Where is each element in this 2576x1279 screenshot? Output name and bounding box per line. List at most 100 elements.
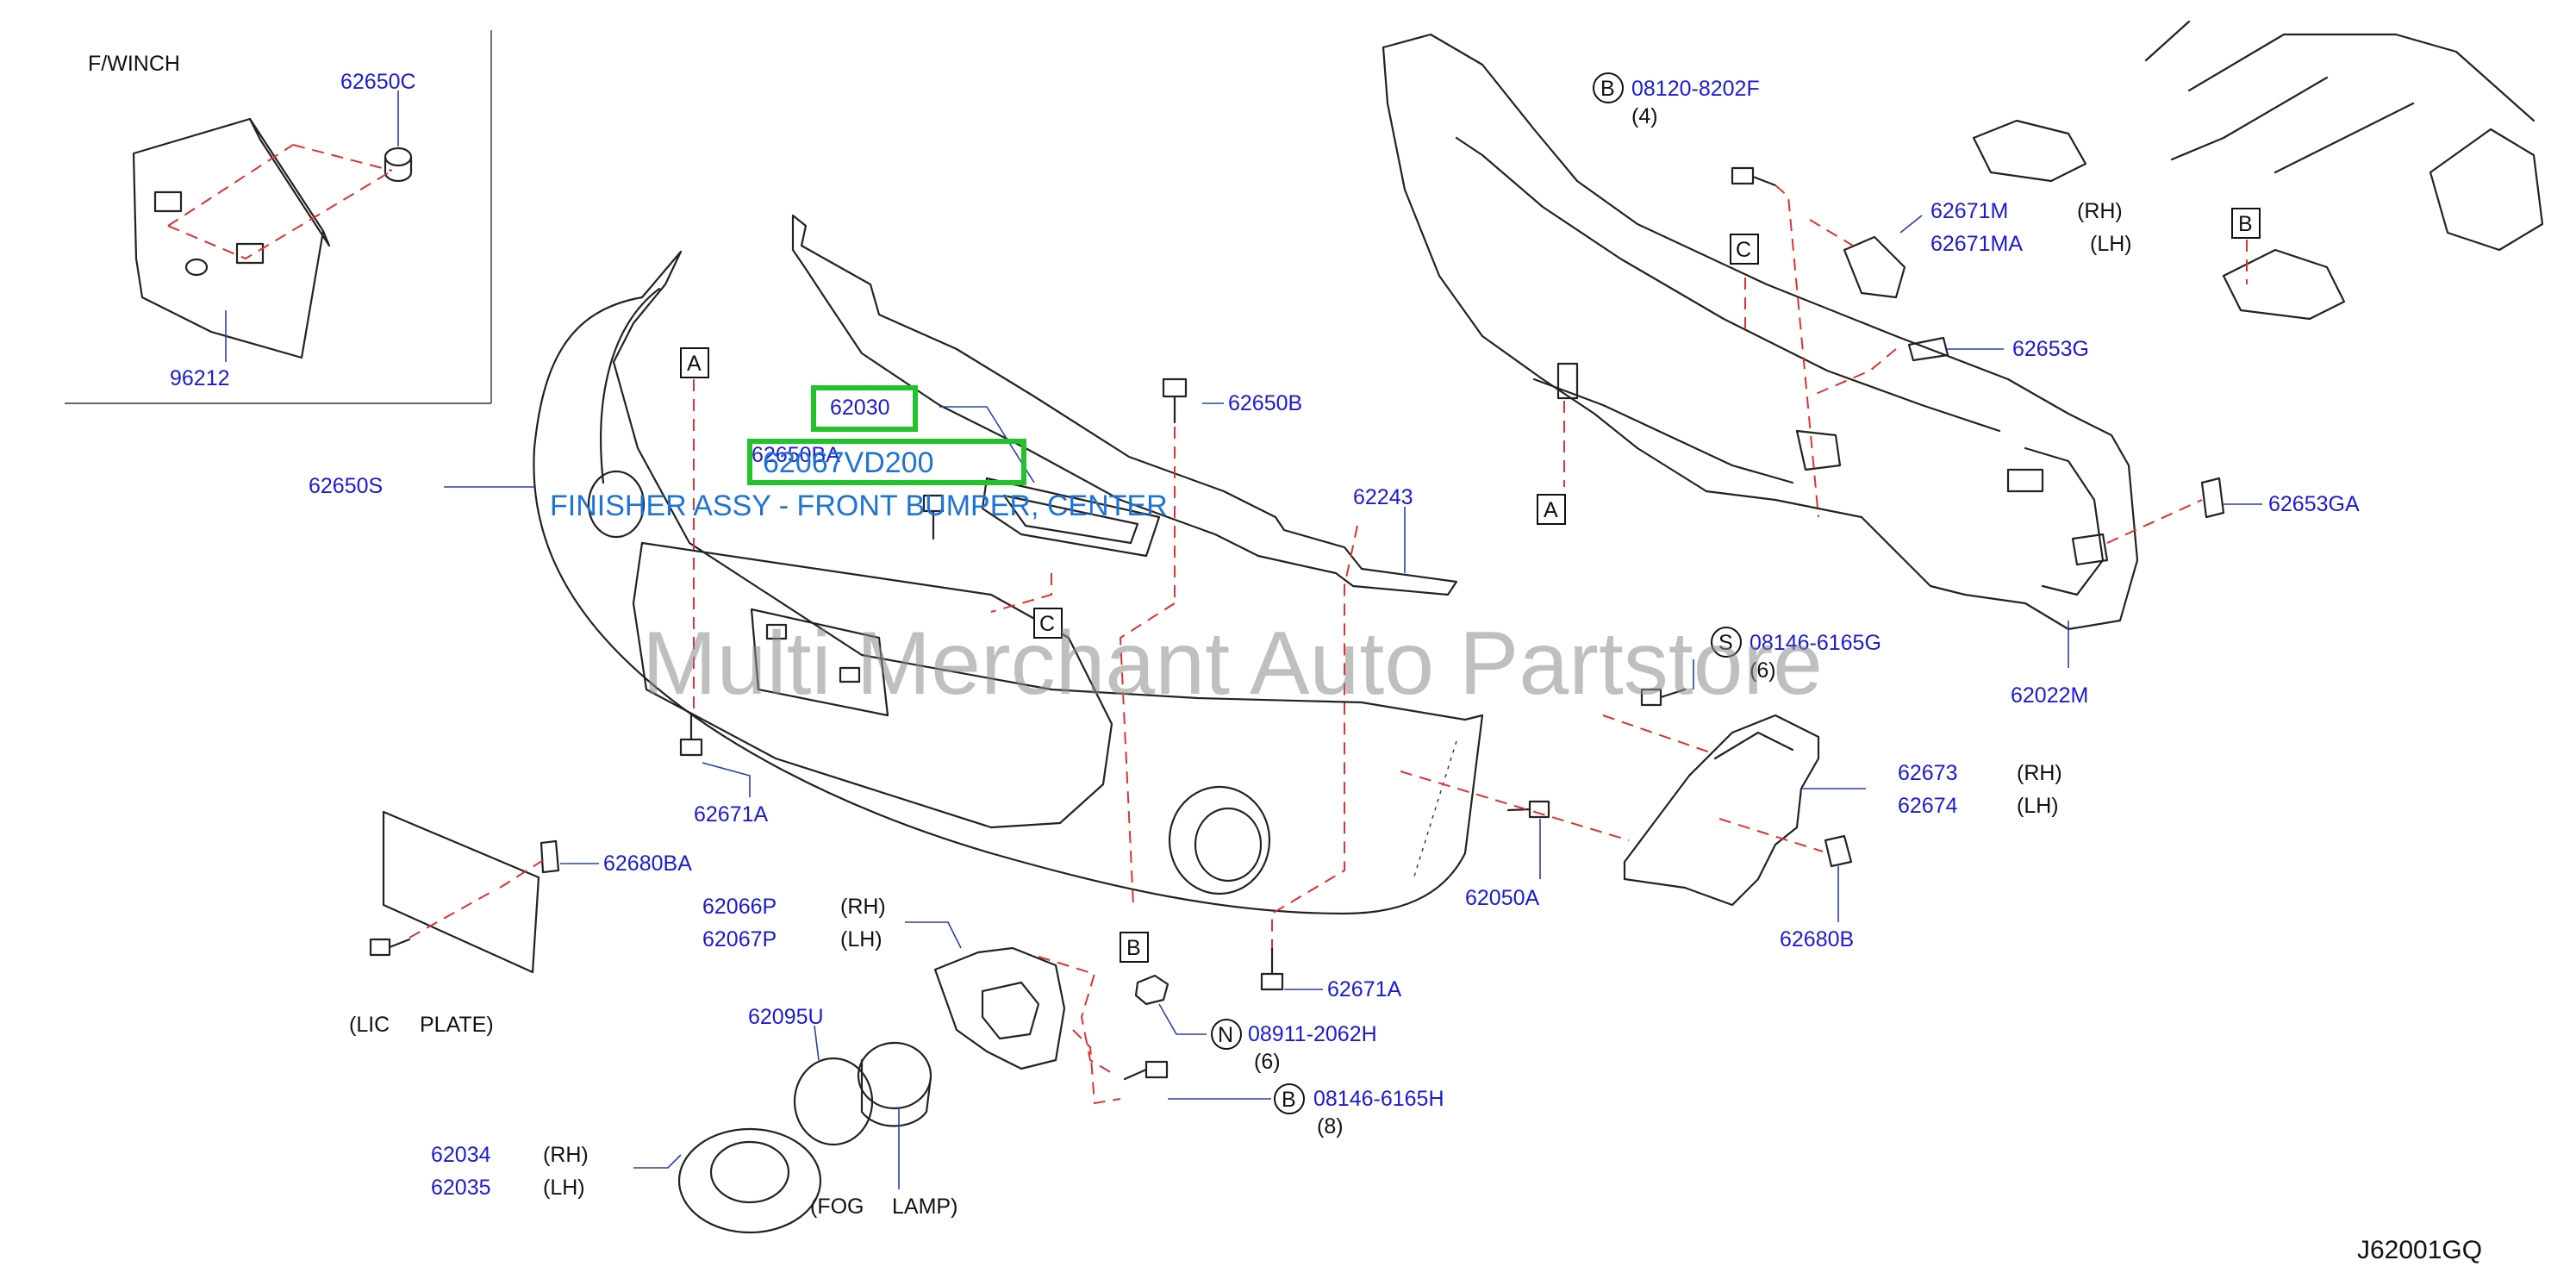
label-62030[interactable]: 62030 bbox=[830, 396, 890, 420]
splash-shield-edge bbox=[1713, 731, 1794, 760]
qty-08146-right: (6) bbox=[1750, 658, 1776, 683]
circle-code-b-top: B bbox=[1593, 72, 1624, 103]
armature-tab-end bbox=[2071, 533, 2109, 566]
armature-left-edge bbox=[1382, 46, 1708, 493]
frame-bracket-left bbox=[1972, 119, 2087, 183]
label-62671m[interactable]: 62671M bbox=[1930, 199, 2008, 223]
bracket-62671m bbox=[1843, 235, 1906, 299]
circle-code-b-bottom: B bbox=[1274, 1083, 1305, 1114]
svg-text:C: C bbox=[1736, 238, 1751, 262]
label-96212[interactable]: 96212 bbox=[170, 366, 230, 390]
dash-62243 bbox=[1271, 525, 1358, 948]
license-plate bbox=[382, 810, 540, 974]
bumper-armature-62022m bbox=[1382, 33, 2139, 631]
pad-62653g bbox=[1907, 336, 1949, 362]
svg-text:A: A bbox=[687, 352, 702, 376]
side-lh-62035: (LH) bbox=[543, 1176, 585, 1200]
fog-lamp-body bbox=[860, 1058, 932, 1127]
qty-08911: (6) bbox=[1254, 1050, 1281, 1074]
qty-08120: (4) bbox=[1631, 104, 1658, 128]
label-62674[interactable]: 62674 bbox=[1898, 794, 1958, 818]
lead-62095u bbox=[814, 1025, 820, 1061]
label-62650ba[interactable]: 62650BA bbox=[752, 443, 840, 467]
label-62671a-bottom[interactable]: 62671A bbox=[1327, 977, 1402, 1001]
label-62022m[interactable]: 62022M bbox=[2011, 683, 2088, 708]
bolt-lic-plate bbox=[369, 938, 411, 957]
mount-slot-2 bbox=[839, 666, 861, 683]
ref-box-a-left: A bbox=[680, 347, 709, 378]
label-62680ba[interactable]: 62680BA bbox=[603, 852, 692, 876]
pad-62653ga bbox=[2200, 477, 2225, 519]
armature-end-cap bbox=[2024, 446, 2105, 596]
label-62680b[interactable]: 62680B bbox=[1780, 927, 1854, 951]
nut-08911 bbox=[1134, 974, 1169, 1006]
side-rh-62066p: (RH) bbox=[840, 895, 886, 919]
mount-slot-1 bbox=[765, 623, 788, 640]
label-62034[interactable]: 62034 bbox=[431, 1143, 491, 1167]
armature-tab bbox=[1795, 429, 1842, 471]
note-lic-plate-2: PLATE) bbox=[420, 1013, 494, 1037]
armature-outline bbox=[1382, 33, 2139, 631]
label-08120-8202f[interactable]: 08120-8202F bbox=[1631, 77, 1760, 101]
reinforcement-62243 bbox=[791, 214, 1458, 596]
dash-08120 bbox=[1775, 184, 1819, 518]
watermark: Multi Merchant Auto Partstore bbox=[642, 614, 1823, 714]
dash-right-parts bbox=[1809, 219, 1897, 397]
label-62653ga[interactable]: 62653GA bbox=[2268, 492, 2360, 516]
lead-62034 bbox=[633, 1154, 682, 1169]
label-62653g[interactable]: 62653G bbox=[2012, 337, 2089, 361]
fascia-outline bbox=[533, 296, 1484, 915]
inset-dashes bbox=[167, 144, 393, 260]
label-08146-6165h[interactable]: 08146-6165H bbox=[1313, 1087, 1444, 1111]
winch-bracket-96212 bbox=[132, 117, 325, 359]
side-rh-62034: (RH) bbox=[543, 1143, 589, 1167]
dash-fog-bracket bbox=[1038, 956, 1113, 1074]
collar-62650c bbox=[384, 147, 413, 167]
armature-lower-rail bbox=[1532, 377, 1794, 484]
side-rh-62673: (RH) bbox=[2017, 761, 2062, 785]
fog-bracket-cutout bbox=[981, 981, 1040, 1040]
clip-62680b bbox=[1824, 834, 1853, 868]
finisher-62030 bbox=[981, 477, 1161, 558]
inset-title: F/WINCH bbox=[88, 52, 180, 76]
label-62650c[interactable]: 62650C bbox=[340, 70, 416, 94]
label-62035[interactable]: 62035 bbox=[431, 1176, 491, 1200]
dash-splash-shield bbox=[1400, 714, 1716, 841]
label-62671a-left[interactable]: 62671A bbox=[694, 802, 769, 827]
label-62650b[interactable]: 62650B bbox=[1228, 391, 1302, 415]
ref-box-b-left: B bbox=[1120, 932, 1149, 963]
side-rh-62671m: (RH) bbox=[2077, 199, 2123, 223]
label-62650s[interactable]: 62650S bbox=[309, 474, 383, 498]
splash-shield-62673 bbox=[1623, 714, 1820, 907]
dash-c bbox=[990, 573, 1052, 613]
lead-62066p bbox=[905, 921, 962, 949]
frame-bracket-b bbox=[2222, 248, 2346, 321]
highlight-description[interactable]: FINISHER ASSY - FRONT BUMPER, CENTER bbox=[550, 490, 1168, 522]
note-fog-lamp-1: (FOG bbox=[810, 1195, 864, 1219]
clip-62680ba bbox=[540, 839, 560, 874]
lead-62671m bbox=[1899, 215, 1923, 234]
fog-hole-right-inner bbox=[1194, 807, 1263, 883]
frame-rail-end bbox=[2429, 128, 2544, 252]
label-08146-6165g[interactable]: 08146-6165G bbox=[1750, 631, 1881, 655]
svg-text:B: B bbox=[1126, 936, 1141, 960]
label-62067p[interactable]: 62067P bbox=[702, 927, 777, 951]
license-mount bbox=[750, 608, 889, 717]
label-62066p[interactable]: 62066P bbox=[702, 895, 777, 919]
highlight-code[interactable]: 62067VD200 bbox=[763, 446, 934, 479]
bracket-hole bbox=[184, 258, 209, 277]
fascia-clip-line bbox=[1413, 740, 1457, 880]
lead-08911 bbox=[1158, 1003, 1207, 1035]
label-62671ma[interactable]: 62671MA bbox=[1930, 232, 2023, 256]
label-62673[interactable]: 62673 bbox=[1898, 761, 1958, 785]
label-62243[interactable]: 62243 bbox=[1353, 485, 1413, 509]
label-62095u[interactable]: 62095U bbox=[748, 1005, 824, 1029]
label-08911-2062h[interactable]: 08911-2062H bbox=[1248, 1022, 1377, 1046]
svg-text:N: N bbox=[1218, 1023, 1233, 1047]
fog-gasket-62095u bbox=[793, 1057, 874, 1146]
label-62050a[interactable]: 62050A bbox=[1465, 886, 1540, 910]
dash-62653ga bbox=[2106, 499, 2203, 544]
side-lh-62671ma: (LH) bbox=[2090, 232, 2132, 256]
fog-finisher-62034 bbox=[677, 1127, 822, 1234]
